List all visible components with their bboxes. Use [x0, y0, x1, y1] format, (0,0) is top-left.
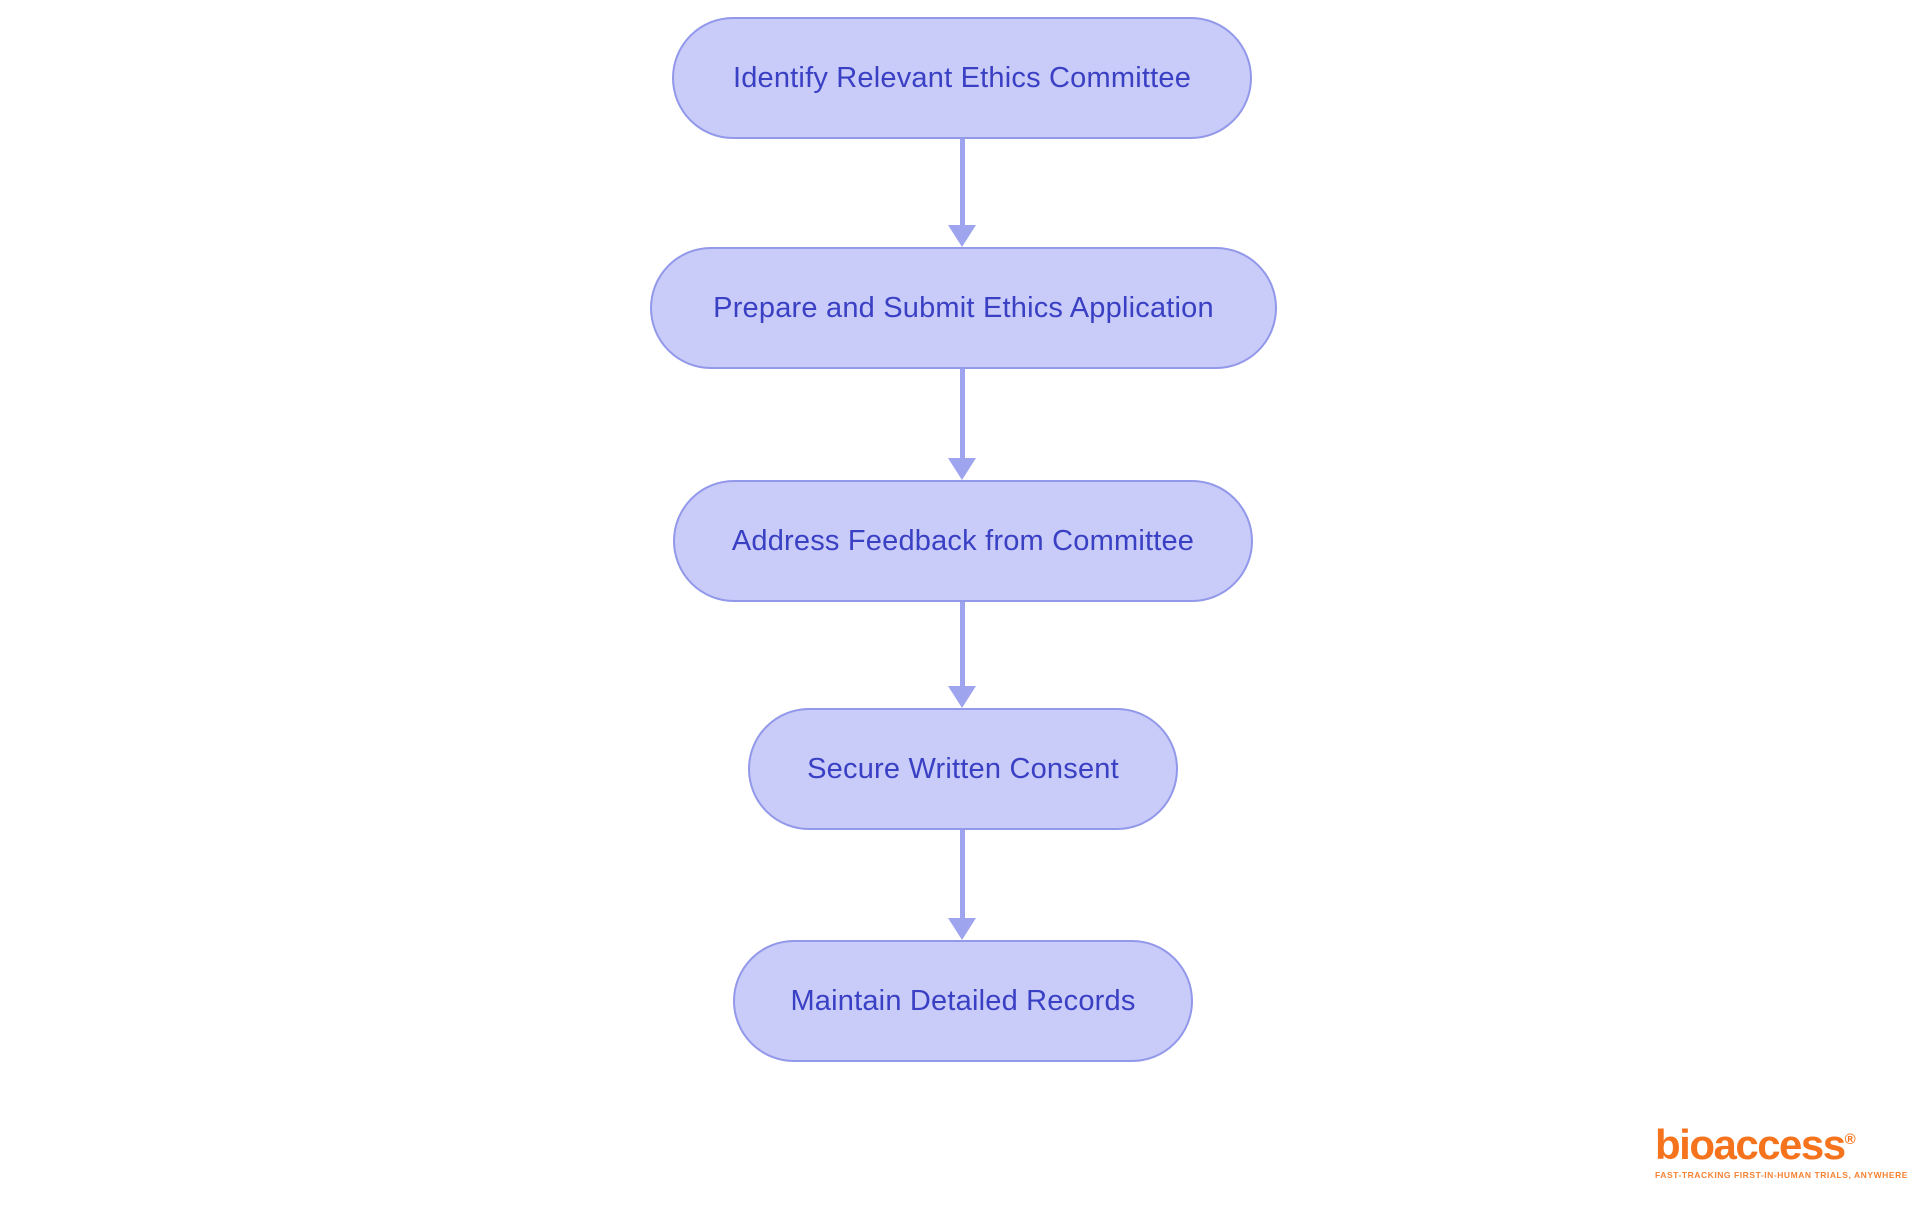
arrowhead-icon	[948, 918, 976, 940]
registered-trademark-symbol: ®	[1844, 1131, 1856, 1148]
flow-node-label: Prepare and Submit Ethics Application	[713, 291, 1214, 324]
bioaccess-tagline: FAST-TRACKING FIRST-IN-HUMAN TRIALS, ANY…	[1655, 1170, 1908, 1180]
bioaccess-brand-text: bioaccess	[1655, 1121, 1846, 1168]
flow-node-label: Maintain Detailed Records	[790, 984, 1136, 1017]
arrowhead-icon	[948, 686, 976, 708]
down-arrow-1	[948, 139, 976, 247]
flow-node-label: Secure Written Consent	[807, 752, 1119, 785]
flow-node-prepare-submit-application: Prepare and Submit Ethics Application	[650, 247, 1277, 369]
arrowhead-icon	[948, 225, 976, 247]
flow-node-maintain-records: Maintain Detailed Records	[733, 940, 1193, 1062]
flow-node-identify-ethics-committee: Identify Relevant Ethics Committee	[672, 17, 1252, 139]
arrow-line	[959, 369, 965, 458]
bioaccess-wordmark: bioaccess®	[1655, 1124, 1895, 1166]
arrow-line	[959, 139, 965, 225]
flow-node-label: Identify Relevant Ethics Committee	[732, 61, 1192, 94]
down-arrow-3	[948, 602, 976, 708]
down-arrow-4	[948, 830, 976, 940]
bioaccess-logo: bioaccess® FAST-TRACKING FIRST-IN-HUMAN …	[1655, 1124, 1908, 1181]
flow-node-label: Address Feedback from Committee	[731, 524, 1195, 557]
arrow-line	[959, 830, 965, 918]
down-arrow-2	[948, 369, 976, 480]
arrow-line	[959, 602, 965, 686]
flow-node-secure-consent: Secure Written Consent	[748, 708, 1178, 830]
arrowhead-icon	[948, 458, 976, 480]
flow-node-address-feedback: Address Feedback from Committee	[673, 480, 1253, 602]
